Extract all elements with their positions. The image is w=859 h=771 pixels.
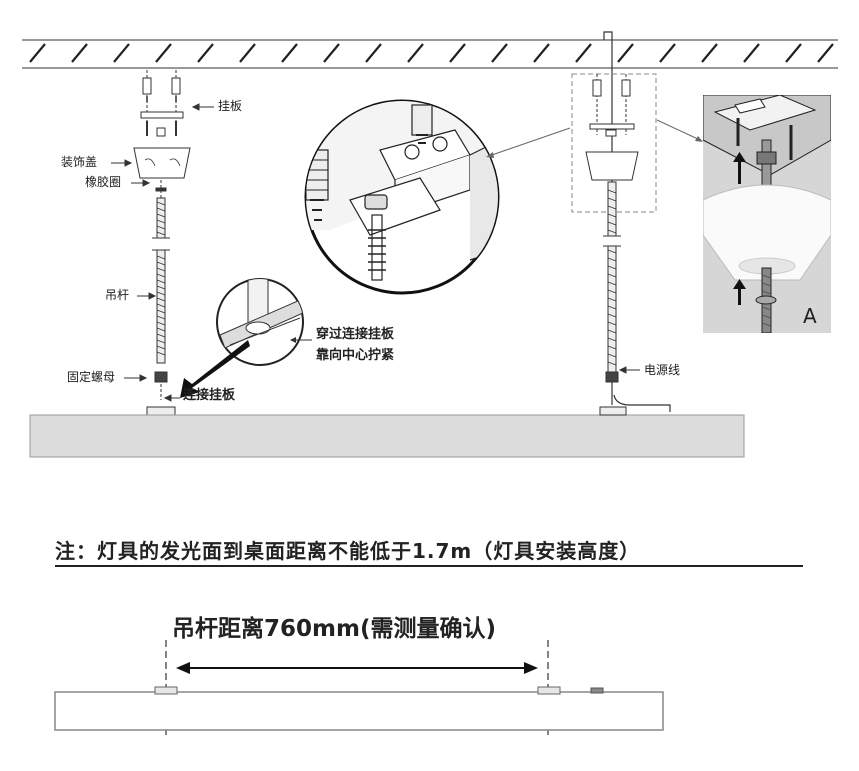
bottom-fixture-body [54,691,664,731]
zoom-detail-circle [304,99,500,295]
label-fixing-nut: 固定螺母 [67,370,116,384]
installation-height-note: 注：灯具的发光面到桌面距离不能低于1.7m（灯具安装高度） [55,539,641,563]
suspension-rod-part [150,197,172,364]
rod-distance-label: 吊杆距离760mm(需测量确认) [172,616,496,642]
detail-a-panel [703,95,831,333]
label-through-plate-1: 穿过连接挂板 [316,327,395,342]
label-hanging-plate: 挂板 [218,99,243,113]
rubber-ring-part [155,187,167,192]
label-connecting-plate: 连接挂板 [183,388,236,403]
right-assembly [571,31,671,416]
decorative-cover-part [133,147,191,179]
dimension-arrow [176,662,538,674]
zoom-connector-line [488,127,571,157]
fixing-nut-part [154,371,168,383]
cable-entry [590,687,604,694]
ceiling-hatching [29,43,834,63]
label-suspension-rod: 吊杆 [105,288,130,302]
power-wire-leader [618,366,640,374]
label-through-plate-2: 靠向中心拧紧 [316,348,395,363]
small-detail-circle [216,278,312,366]
note-underline [55,565,803,567]
ceiling [22,39,838,69]
mount-plate-left [154,686,178,695]
up-arrow-icon [733,279,746,305]
up-arrow-icon [733,152,746,184]
left-leader-lines [111,103,214,402]
hanging-plate-part [140,111,184,137]
label-rubber-ring: 橡胶圈 [85,175,122,189]
mount-plate-right [537,686,561,695]
connecting-plate-part [146,406,176,416]
wall-anchors-icon [142,70,181,122]
left-assembly [133,70,191,416]
pointer-arrow-icon [180,340,250,398]
label-power-wire: 电源线 [644,363,681,377]
detail-a-letter: A [803,304,817,328]
label-decorative-cover: 装饰盖 [61,155,98,169]
top-fixture-body [29,414,745,458]
detail-connector-line [656,119,701,141]
